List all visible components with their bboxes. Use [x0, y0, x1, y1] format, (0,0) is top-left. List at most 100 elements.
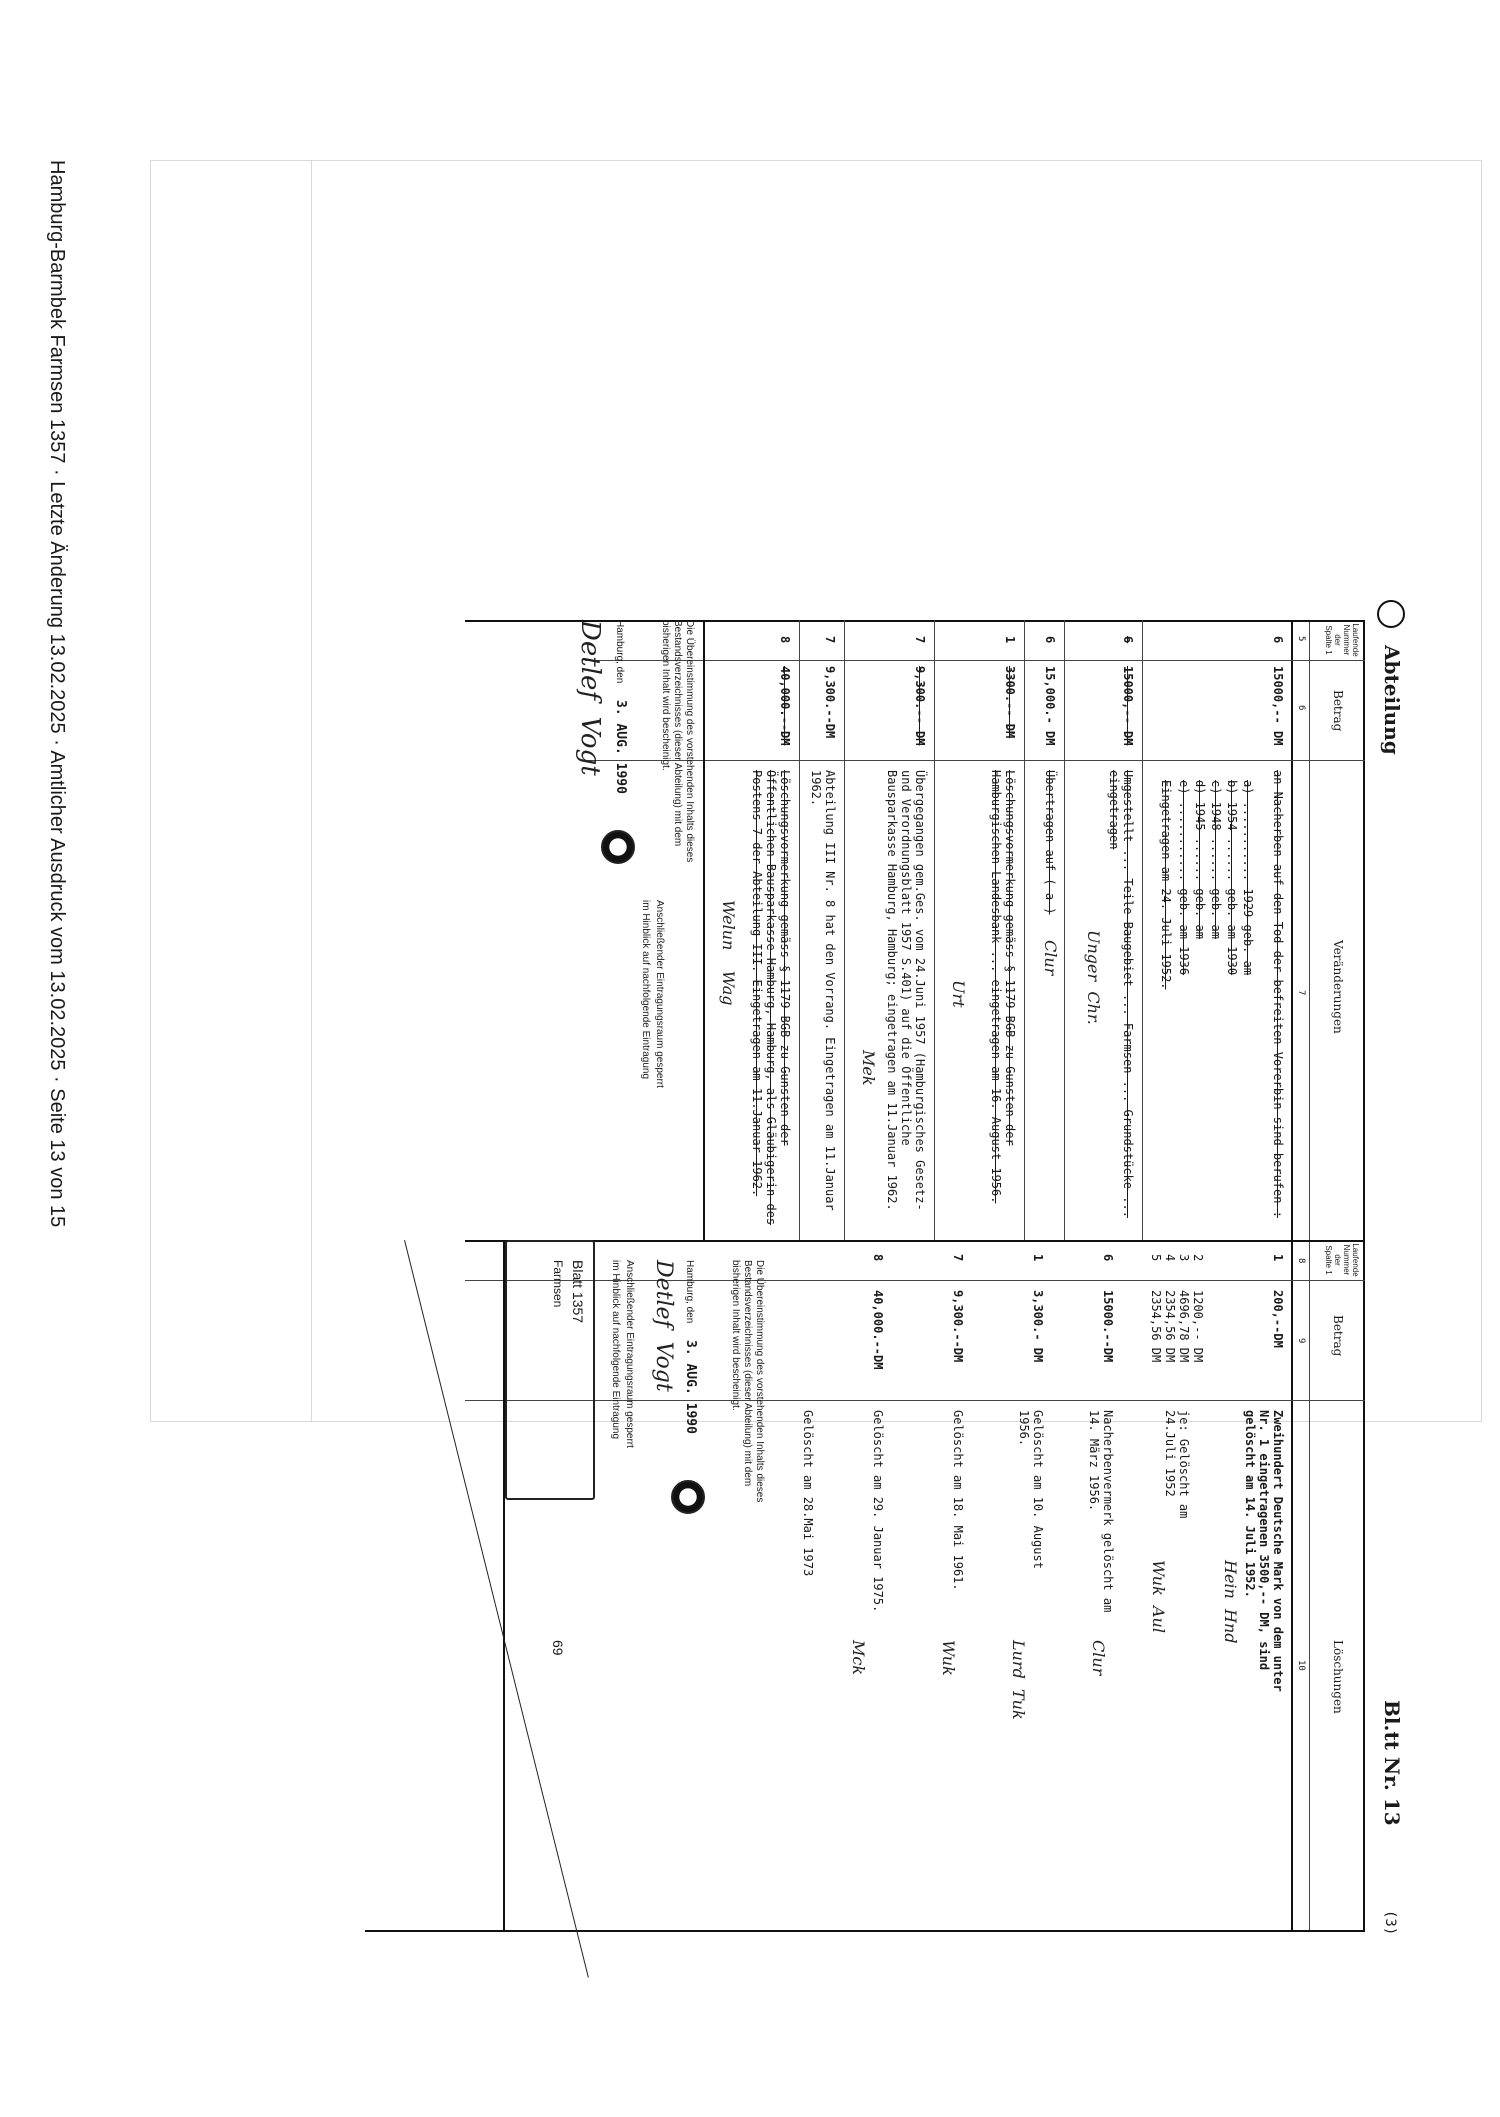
- right-note-2: im Hinblick auf nachfolgende Eintragung: [610, 1260, 621, 1439]
- right-col-num-10: 10: [1296, 1660, 1306, 1671]
- left-table-bottom: [703, 620, 705, 1240]
- left-entry-text: an Nacherben auf den Tod der befreiten V…: [1271, 770, 1285, 1218]
- left-col-num-7: 7: [1296, 990, 1306, 996]
- right-loeschungen-header: Löschungen: [1331, 1640, 1345, 1714]
- abteilung-title: Abteilung: [1380, 645, 1404, 755]
- right-entry-text: Zweihundert Deutsche Mark von dem unter …: [1243, 1410, 1285, 1692]
- right-entry-text: Gelöscht am 10. August 1956.: [1017, 1410, 1045, 1569]
- left-entry-text: Übergegangen gem.Ges. vom 24.Juni 1957 (…: [885, 770, 927, 1211]
- right-geloescht-1973: Gelöscht am 28.Mai 1973: [801, 1410, 815, 1577]
- left-entry-nr: 6: [1121, 636, 1135, 644]
- right-certification-date: 3. AUG. 1990: [683, 1340, 698, 1434]
- right-col-divider-1: [465, 1280, 1365, 1281]
- right-entry-betrag: 3,300.- DM: [1031, 1290, 1045, 1363]
- right-entry-betrag: 4696,78 DM: [1177, 1290, 1191, 1363]
- left-col-divider-2: [585, 760, 1365, 761]
- left-entry-text: a) ........... 1929 geb. am: [1241, 780, 1255, 976]
- left-entry-nr: 7: [823, 636, 837, 644]
- right-entry-betrag: 40,000.--DM: [871, 1290, 885, 1370]
- right-col-num-9: 9: [1296, 1338, 1306, 1344]
- left-certification-text: Die Übereinstimmung des vorstehenden Inh…: [660, 620, 695, 863]
- left-certification-place: Hamburg, den: [614, 620, 625, 684]
- blatt-label: Blatt 1357: [570, 1260, 586, 1324]
- official-seal: [671, 1480, 705, 1514]
- handwritten-signature: Welun Wag: [719, 900, 738, 1006]
- blatt-location: Farmsen: [551, 1260, 565, 1308]
- left-entry-betrag: 15,000.- DM: [1043, 666, 1057, 746]
- right-entry-nr: 8: [871, 1254, 885, 1262]
- entry-separator: [1024, 620, 1025, 1240]
- ghost-column: [150, 160, 312, 1422]
- left-betrag-header: Betrag: [1331, 690, 1345, 732]
- right-entry-betrag: 9,300.--DM: [951, 1290, 965, 1363]
- right-entry-text: Nacherbenvermerk gelöscht am 14. März 19…: [1087, 1410, 1115, 1613]
- right-certification-text: Die Übereinstimmung des vorstehenden Inh…: [730, 1260, 765, 1503]
- left-entry-nr: 1: [1003, 636, 1017, 644]
- entry-separator: [799, 620, 800, 1240]
- left-veraenderungen-header: Veränderungen: [1331, 940, 1345, 1034]
- top-rule: [1363, 620, 1365, 1930]
- handwritten-signature: Mck: [849, 1640, 868, 1676]
- handwritten-signature: Wuk Aul: [1149, 1560, 1168, 1633]
- right-border: [365, 1930, 1365, 1932]
- right-entry-nr: 6: [1101, 1254, 1115, 1262]
- left-entry-text: Löschungsvormerkung gemäss § 1179 BGB zu…: [750, 770, 792, 1226]
- right-entry-nr: 4: [1163, 1254, 1177, 1262]
- left-entry-text: Übertragen auf ( a ): [1043, 770, 1057, 915]
- left-entry-betrag: 15000,-- DM: [1121, 666, 1135, 746]
- left-col-divider-1: [585, 660, 1365, 661]
- right-entry-betrag: 15000.--DM: [1101, 1290, 1115, 1363]
- right-entry-nr: 7: [951, 1254, 965, 1262]
- header-rule: [1309, 620, 1310, 1930]
- handwritten-signature: Urt: [949, 980, 968, 1008]
- left-entry-betrag: 9,300.--DM: [823, 666, 837, 739]
- right-entry-nr: 3: [1177, 1254, 1191, 1262]
- left-entry-text: c) 1948 ...... geb. am: [1209, 780, 1223, 939]
- header-bottom-rule: [1291, 620, 1293, 1930]
- left-entry-nr: 8: [778, 636, 792, 644]
- right-entry-text: 24.Juli 1952: [1163, 1410, 1177, 1497]
- handwritten-signature: Unger Chr.: [1084, 930, 1103, 1025]
- left-entry-nr: 6: [1043, 636, 1057, 644]
- handwritten-signature: Mek: [859, 1050, 878, 1086]
- right-entry-nr: 1: [1271, 1254, 1285, 1262]
- left-entry-betrag: 15000,-- DM: [1271, 666, 1285, 746]
- left-entry-text: Eingetragen am 24. Juli 1952.: [1159, 780, 1173, 990]
- right-entry-betrag: 1200,-- DM: [1191, 1290, 1205, 1363]
- right-certification-place: Hamburg, den: [684, 1260, 695, 1324]
- left-col-num-5: 5: [1296, 636, 1306, 642]
- blatt-box-number: 69: [550, 1640, 566, 1656]
- left-entry-betrag: 40,000.--DM: [778, 666, 792, 746]
- blatt-number: Bl.tt Nr. 13: [1380, 1700, 1404, 1826]
- official-seal: [601, 830, 635, 864]
- left-entry-betrag: 3300.-- DM: [1003, 666, 1017, 739]
- left-certification-date: 3. AUG. 1990: [613, 700, 628, 794]
- right-entry-nr: 1: [1031, 1254, 1045, 1262]
- left-entry-text: b) 1954 ...... geb. am 1930: [1225, 780, 1239, 976]
- right-betrag-header: Betrag: [1331, 1315, 1345, 1357]
- corner-mark: [1377, 600, 1405, 628]
- left-entry-text: e) ........... geb. am 1936: [1177, 780, 1191, 976]
- land-register-sheet: Abteilung Bl.tt Nr. 13 (3) Laufende Numm…: [295, 600, 1405, 1978]
- left-entry-nr: 6: [1271, 636, 1285, 644]
- handwritten-signature: Wuk: [939, 1640, 958, 1676]
- right-entry-nr: 2: [1191, 1254, 1205, 1262]
- right-entry-betrag: 2354,56 DM: [1163, 1290, 1177, 1363]
- right-entry-betrag: 2354,56 DM: [1149, 1290, 1163, 1363]
- registrar-signature: Detlef Vogt: [651, 1260, 676, 1392]
- left-note-1: Anschließender Eintragungsraum gesperrt: [654, 900, 665, 1088]
- left-entry-text: Löschungsvormerkung gemäss § 1179 BGB zu…: [989, 770, 1017, 1204]
- handwritten-signature: Clur: [1041, 940, 1060, 976]
- right-col-num-8: 8: [1296, 1258, 1306, 1264]
- right-entry-text: je: Gelöscht am: [1177, 1410, 1191, 1519]
- left-entry-betrag: 9,300.-- DM: [913, 666, 927, 746]
- entry-separator: [1064, 620, 1065, 1240]
- right-entry-text: Gelöscht am 18. Mai 1961.: [951, 1410, 965, 1591]
- handwritten-signature: Clur: [1089, 1640, 1108, 1676]
- left-entry-text: d) 1945 ...... geb. am: [1193, 780, 1207, 939]
- entry-separator: [1142, 620, 1143, 1240]
- page-corner-number: (3): [1382, 1910, 1398, 1936]
- left-entry-nr: 7: [913, 636, 927, 644]
- left-lfd-nr-header: Laufende Nummer der Spalte 1: [1324, 623, 1360, 657]
